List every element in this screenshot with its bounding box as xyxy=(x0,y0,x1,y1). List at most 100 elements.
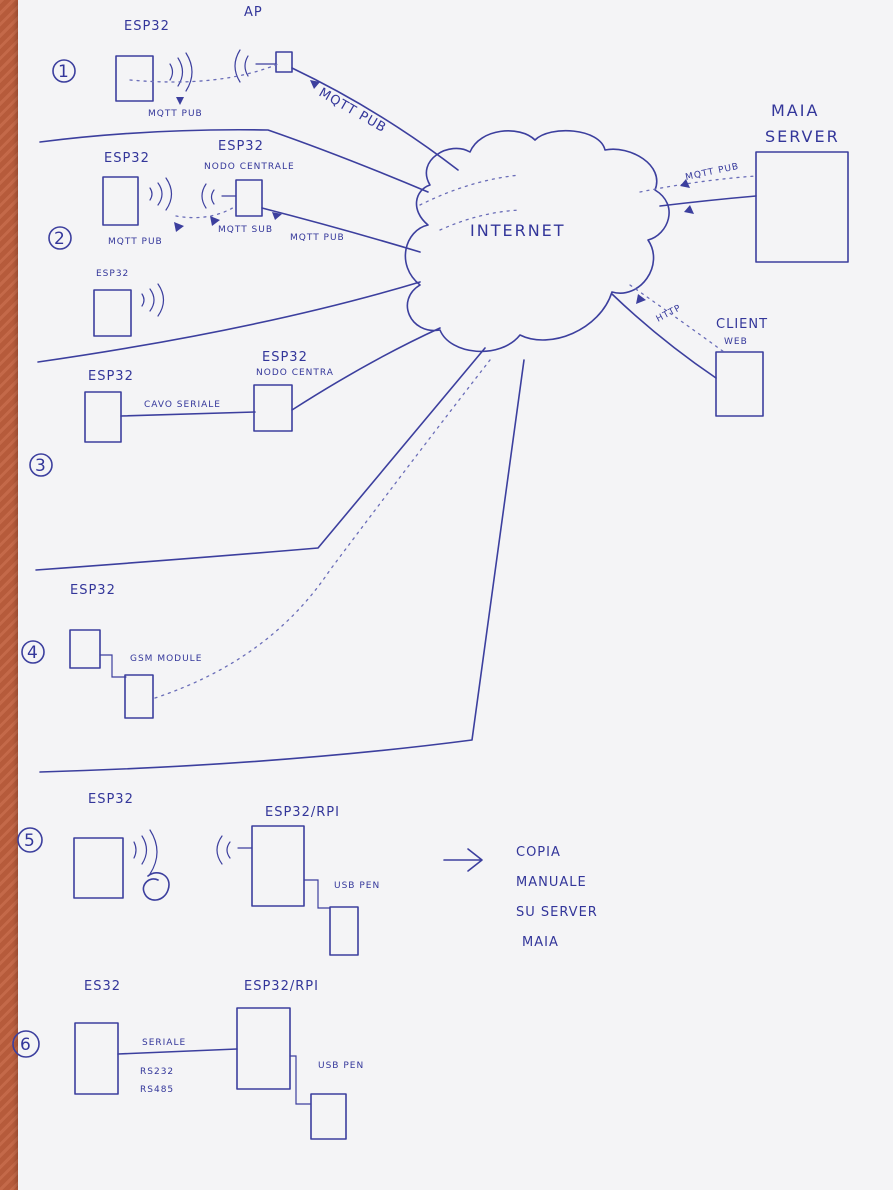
s3-node-label: ESP32 xyxy=(262,350,308,365)
s6-usb-wire xyxy=(289,1055,311,1105)
s1-link-arrow xyxy=(310,80,320,89)
s2-pub-arrow xyxy=(174,222,184,232)
section-5-number: 5 xyxy=(24,831,35,851)
client-label-line2: WEB xyxy=(724,337,748,347)
s2-node-sub-label: NODO CENTRALE xyxy=(204,162,295,172)
section-4-number: 4 xyxy=(27,643,38,663)
s6-rpi-box xyxy=(236,1007,291,1090)
section-2-circle xyxy=(48,226,72,250)
cloud-inner-path-2 xyxy=(439,209,521,231)
server-link xyxy=(659,195,757,207)
s3-serial-cable xyxy=(120,411,256,417)
s2-uplink xyxy=(261,207,421,253)
s2-sub-arrow xyxy=(210,216,220,226)
s3-uplink xyxy=(291,327,441,411)
s5-rpi-label: ESP32/RPI xyxy=(265,805,340,820)
s6-esp32-label: ES32 xyxy=(84,979,121,994)
server-link-dotted xyxy=(639,175,757,193)
s3-esp32-label: ESP32 xyxy=(88,369,134,384)
s1-wifi-icon xyxy=(169,52,193,92)
s5-scribble xyxy=(142,872,170,901)
s3-cable-label: CAVO SERIALE xyxy=(144,400,221,410)
s2-sub-label: MQTT SUB xyxy=(218,225,273,235)
s4-gsm-box xyxy=(124,674,154,719)
section-5-circle xyxy=(17,827,43,853)
s1-esp32-box xyxy=(115,55,154,102)
client-link-arrow xyxy=(636,294,646,304)
s4-wire xyxy=(99,654,127,678)
client-label-line1: CLIENT xyxy=(716,317,768,332)
s3-node-sub-label: NODO CENTRA xyxy=(256,368,334,378)
divider-3-4 xyxy=(35,347,486,571)
s4-cellular-link xyxy=(154,359,491,699)
s5-rpi-wifi-icon xyxy=(216,835,253,865)
section-6-number: 6 xyxy=(20,1035,31,1055)
server-label-line1: MAIA xyxy=(771,101,819,120)
divider-4-5 xyxy=(39,359,525,773)
s1-ap-label: AP xyxy=(244,5,263,20)
s2-pub-label: MQTT PUB xyxy=(108,237,163,247)
s5-usb-wire xyxy=(303,879,331,909)
s2-node-label: ESP32 xyxy=(218,139,264,154)
s6-usb-box xyxy=(310,1093,347,1140)
internet-cloud xyxy=(404,129,670,353)
server-link-arrow-1 xyxy=(680,179,690,188)
s6-rs485-label: RS485 xyxy=(140,1085,174,1095)
section-6-circle xyxy=(12,1030,40,1058)
client-link-dotted xyxy=(629,284,725,353)
s4-gsm-label: GSM MODULE xyxy=(130,654,202,664)
s5-note-line3: SU SERVER xyxy=(516,905,598,920)
s6-usb-label: USB PEN xyxy=(318,1061,364,1071)
s1-radio-link xyxy=(129,63,279,83)
s1-link-label: MQTT PUB xyxy=(316,85,389,136)
s5-esp32-box xyxy=(73,837,124,899)
maia-server-box xyxy=(755,151,849,263)
s6-esp32-box xyxy=(74,1022,119,1095)
section-4-circle xyxy=(21,640,45,664)
divider-2-3 xyxy=(37,281,421,363)
s6-rpi-label: ESP32/RPI xyxy=(244,979,319,994)
s2-esp32b-box xyxy=(93,289,132,337)
client-link xyxy=(611,293,717,379)
s2-esp32b-wifi-icon xyxy=(141,283,165,317)
paper-sheet xyxy=(18,0,893,1190)
s3-esp32-box xyxy=(84,391,122,443)
section-2-number: 2 xyxy=(54,229,65,249)
section-3-number: 3 xyxy=(35,456,46,476)
s1-esp32-label: ESP32 xyxy=(124,19,170,34)
s2-link-arrow xyxy=(272,212,282,220)
s2-node-wifi-icon xyxy=(201,183,237,209)
s2-wifi-icon xyxy=(149,177,173,211)
s5-usb-label: USB PEN xyxy=(334,881,380,891)
client-link-label: HTTP xyxy=(655,303,684,325)
internet-label: INTERNET xyxy=(470,221,566,240)
s1-pub-label: MQTT PUB xyxy=(148,109,203,119)
s1-ap-wifi-icon xyxy=(234,49,277,83)
s5-note-line4: MAIA xyxy=(522,935,559,950)
s2-radio-link xyxy=(175,205,237,219)
s4-esp32-box xyxy=(69,629,101,669)
server-link-label: MQTT PUB xyxy=(685,162,741,183)
s2-esp32b-label: ESP32 xyxy=(96,269,129,279)
s5-usb-box xyxy=(329,906,359,956)
s3-node-box xyxy=(253,384,293,432)
cloud-inner-path-1 xyxy=(419,174,521,206)
s2-node-box xyxy=(235,179,263,217)
s2-esp32-label: ESP32 xyxy=(104,151,150,166)
s5-rpi-box xyxy=(251,825,305,907)
s5-note-line1: COPIA xyxy=(516,845,561,860)
client-web-box xyxy=(715,351,764,417)
s1-ap-box xyxy=(275,51,293,73)
s1-pub-arrow xyxy=(176,97,184,105)
s2-link-label: MQTT PUB xyxy=(290,233,345,243)
s5-note-line2: MANUALE xyxy=(516,875,587,890)
server-link-arrow-2 xyxy=(684,205,694,214)
section-1-number: 1 xyxy=(58,62,69,82)
s2-esp32-box xyxy=(102,176,139,226)
s5-wifi-icon xyxy=(133,829,158,875)
s5-esp32-label: ESP32 xyxy=(88,792,134,807)
section-1-circle xyxy=(52,59,76,83)
s6-serial-label: SERIALE xyxy=(142,1038,186,1048)
divider-1-2 xyxy=(39,128,429,193)
